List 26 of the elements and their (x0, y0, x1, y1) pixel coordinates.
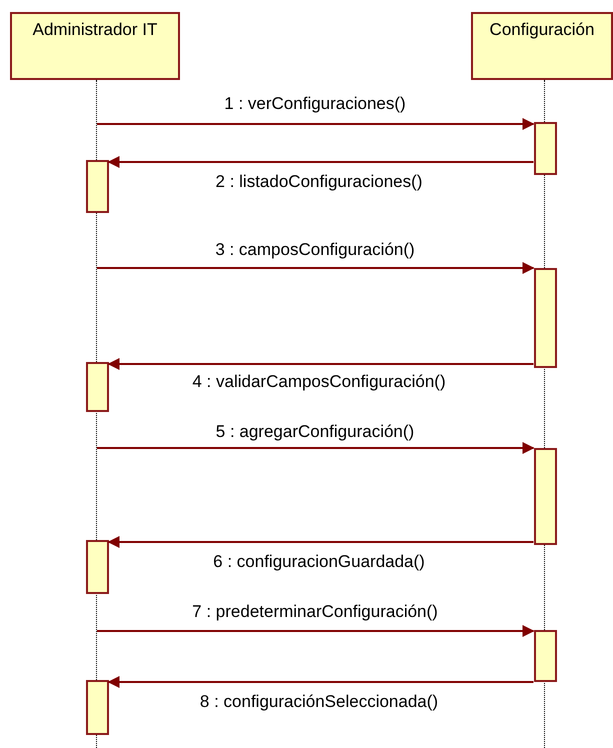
message-arrow (97, 442, 534, 454)
message-label: 2 : listadoConfiguraciones() (214, 172, 424, 192)
activation-bar (534, 122, 556, 175)
message-label: 7 : predeterminarConfiguración() (190, 602, 440, 622)
message-label: 6 : configuracionGuardada() (211, 552, 427, 572)
activation-bar (534, 268, 556, 368)
activation-bar (86, 680, 108, 735)
message-arrow (108, 156, 534, 168)
activation-bar (534, 630, 556, 682)
message-label: 5 : agregarConfiguración() (214, 422, 416, 442)
message-arrow (97, 625, 534, 637)
participant-name: Configuración (490, 20, 594, 41)
participant-name: Administrador IT (32, 20, 158, 41)
activation-bar (86, 160, 108, 213)
lifeline-head-box (471, 12, 613, 80)
message-arrow (108, 536, 534, 548)
activation-bar (86, 362, 108, 412)
message-label: 4 : validarCamposConfiguración() (190, 372, 448, 392)
message-arrow (97, 262, 534, 274)
message-arrow (108, 358, 534, 370)
activation-bar (86, 540, 108, 594)
message-label: 3 : camposConfiguración() (213, 240, 417, 260)
message-arrow (108, 676, 534, 688)
activation-bar (534, 448, 556, 545)
lifeline-head-box (10, 12, 180, 80)
message-arrow (97, 118, 534, 130)
